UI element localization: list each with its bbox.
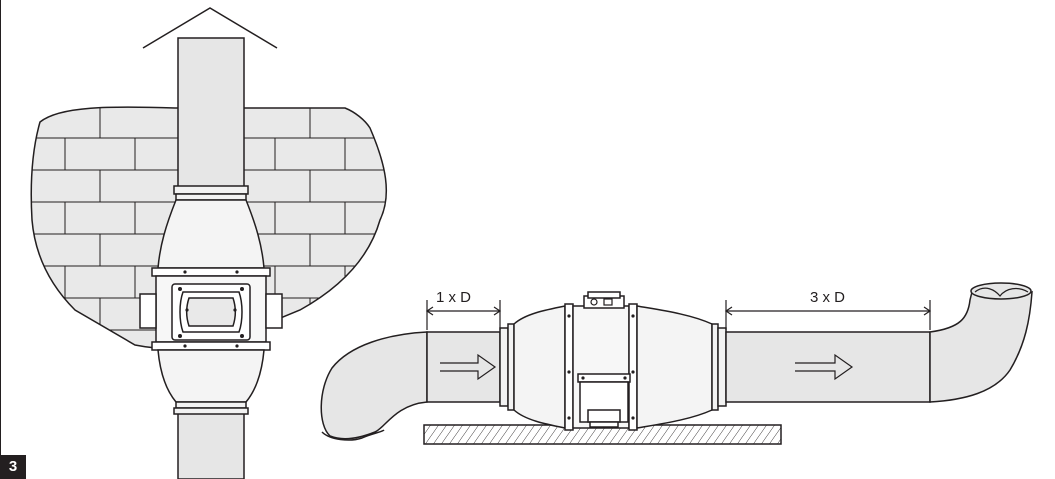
inline-fan-bolts <box>567 314 635 420</box>
outlet-elbow-opening <box>970 282 1032 300</box>
inlet-airflow-arrow <box>440 353 497 381</box>
dimension-outlet <box>724 300 932 330</box>
dimension-inlet <box>425 300 502 330</box>
dimension-inlet-label: 1 x D <box>436 289 471 306</box>
vertical-duct-upper <box>177 37 245 189</box>
inlet-elbow-duct <box>320 331 428 440</box>
vertical-duct-lower <box>177 407 245 479</box>
inline-fan-knob <box>590 298 598 306</box>
figure-number-badge: 3 <box>0 455 26 479</box>
outlet-elbow-duct <box>929 290 1033 403</box>
inline-fan-switch <box>603 298 613 306</box>
inlet-straight-duct <box>426 331 501 403</box>
outlet-straight-duct <box>725 331 931 403</box>
inline-fan-unit <box>499 291 727 431</box>
horizontal-installation: 1 x D 3 x D <box>320 282 1033 445</box>
inlet-elbow-opening <box>321 429 385 441</box>
dimension-outlet-label: 3 x D <box>810 289 845 306</box>
outlet-airflow-arrow <box>795 353 854 381</box>
vertical-installation <box>30 7 388 479</box>
vertical-fan-unit <box>139 185 283 415</box>
figure-left-border <box>0 0 1 455</box>
airflow-up-arrow <box>142 7 278 49</box>
vertical-fan-bolts <box>178 270 244 348</box>
